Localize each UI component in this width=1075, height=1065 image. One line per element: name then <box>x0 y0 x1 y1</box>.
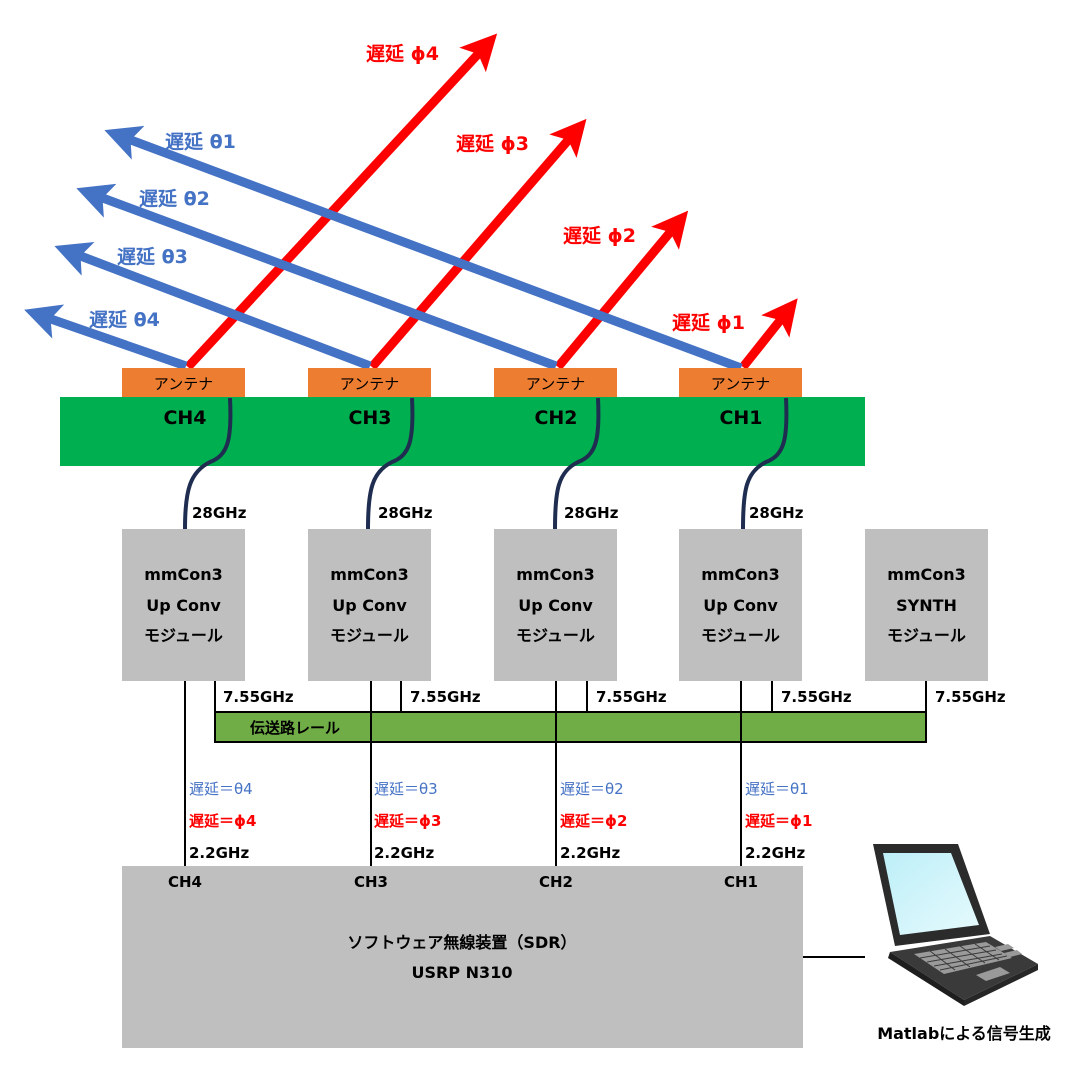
rail-label: 伝送路レール <box>250 719 340 737</box>
theta4-beam <box>24 304 188 371</box>
sdr-port-ch4: CH4 <box>168 873 202 891</box>
theta2-label: 遅延 θ2 <box>139 188 210 210</box>
transmission-rail <box>214 711 927 743</box>
theta1-beam <box>104 125 743 373</box>
module-line3: モジュール <box>887 626 966 645</box>
lo-freq-2: 7.55GHz <box>410 688 481 706</box>
phi2-label: 遅延 ϕ2 <box>563 225 636 247</box>
module-line1: mmCon3 <box>887 565 966 584</box>
if-theta-ch3: 遅延＝θ3 <box>374 780 438 798</box>
phi1-label: 遅延 ϕ1 <box>672 312 745 334</box>
rf-freq-ch3: 28GHz <box>378 504 433 522</box>
lo-freq-4: 7.55GHz <box>781 688 852 706</box>
if-phi-ch2: 遅延＝ϕ2 <box>560 812 627 830</box>
if-freq-ch3: 2.2GHz <box>374 844 434 862</box>
module-line3: モジュール <box>516 626 595 645</box>
board-ch4-label: CH4 <box>163 407 206 429</box>
sdr-title: ソフトウェア無線装置（SDR） <box>347 933 576 952</box>
if-phi-ch1: 遅延＝ϕ1 <box>745 812 812 830</box>
sdr-port-ch1: CH1 <box>724 873 758 891</box>
if-theta-ch2: 遅延＝θ2 <box>560 780 624 798</box>
antenna-ch1: アンテナ <box>679 368 802 397</box>
module-line1: mmCon3 <box>701 565 780 584</box>
phi3-beam <box>368 118 587 370</box>
module-line3: モジュール <box>330 626 409 645</box>
theta2-beam <box>76 183 558 371</box>
if-lines <box>184 681 742 866</box>
phi4-label: 遅延 ϕ4 <box>366 43 439 65</box>
rf-cable-ch3 <box>366 397 415 530</box>
module-line1: mmCon3 <box>330 565 409 584</box>
rf-cable-ch1 <box>741 397 789 530</box>
antenna-row: アンテナ アンテナ アンテナ アンテナ <box>122 368 802 397</box>
board-ch2-label: CH2 <box>534 407 577 429</box>
upconv-module-ch4: mmCon3 Up Conv モジュール <box>122 529 245 681</box>
if-theta-ch1: 遅延＝θ1 <box>745 780 809 798</box>
rf-cable-ch2 <box>553 397 601 530</box>
antenna-label: アンテナ <box>154 375 213 393</box>
theta4-label: 遅延 θ4 <box>89 309 160 331</box>
synth-module: mmCon3 SYNTH モジュール <box>865 529 988 681</box>
sdr-port-ch2: CH2 <box>539 873 573 891</box>
module-line2: SYNTH <box>896 596 957 615</box>
sdr-port-ch3: CH3 <box>354 873 388 891</box>
upconv-module-ch2: mmCon3 Up Conv モジュール <box>494 529 617 681</box>
phi1-beam <box>739 298 798 370</box>
board-ch3-label: CH3 <box>348 407 391 429</box>
antenna-label: アンテナ <box>340 375 399 393</box>
laptop-icon <box>873 844 1038 1006</box>
rf-freq-ch2: 28GHz <box>564 504 619 522</box>
if-theta-ch4: 遅延＝θ4 <box>189 780 253 798</box>
lo-freq-1: 7.55GHz <box>223 688 294 706</box>
board-ch1-label: CH1 <box>719 407 762 429</box>
module-line2: Up Conv <box>332 596 407 615</box>
module-line2: Up Conv <box>518 596 593 615</box>
if-freq-ch4: 2.2GHz <box>189 844 249 862</box>
antenna-label: アンテナ <box>711 375 770 393</box>
theta3-beam <box>54 242 372 371</box>
pc-label: Matlabによる信号生成 <box>877 1024 1051 1043</box>
modules: mmCon3 Up Conv モジュール mmCon3 Up Conv モジュー… <box>122 529 988 681</box>
phi2-beam <box>554 210 689 370</box>
antenna-ch2: アンテナ <box>494 368 617 397</box>
if-phi-ch4: 遅延＝ϕ4 <box>189 812 256 830</box>
module-line1: mmCon3 <box>144 565 223 584</box>
rf-freq-ch4: 28GHz <box>192 504 247 522</box>
lo-lines <box>214 681 927 712</box>
sdr-device: CH4 CH3 CH2 CH1 ソフトウェア無線装置（SDR） USRP N31… <box>122 866 803 1048</box>
phi3-label: 遅延 ϕ3 <box>456 133 529 155</box>
antenna-label: アンテナ <box>526 375 585 393</box>
if-phi-ch3: 遅延＝ϕ3 <box>374 812 441 830</box>
sdr-model: USRP N310 <box>412 963 513 982</box>
rf-cables <box>183 397 789 530</box>
rf-cable-ch4 <box>183 397 233 530</box>
upconv-module-ch1: mmCon3 Up Conv モジュール <box>679 529 802 681</box>
theta1-label: 遅延 θ1 <box>165 131 236 153</box>
module-line2: Up Conv <box>146 596 221 615</box>
rf-freq-ch1: 28GHz <box>749 504 804 522</box>
module-line3: モジュール <box>144 626 223 645</box>
module-line1: mmCon3 <box>516 565 595 584</box>
module-line2: Up Conv <box>703 596 778 615</box>
lo-freq-synth: 7.55GHz <box>935 688 1006 706</box>
module-line3: モジュール <box>701 626 780 645</box>
if-freq-ch2: 2.2GHz <box>560 844 620 862</box>
antenna-board <box>60 397 865 466</box>
antenna-ch3: アンテナ <box>308 368 431 397</box>
if-freq-ch1: 2.2GHz <box>745 844 805 862</box>
lo-freq-3: 7.55GHz <box>596 688 667 706</box>
upconv-module-ch3: mmCon3 Up Conv モジュール <box>308 529 431 681</box>
theta3-label: 遅延 θ3 <box>117 246 188 268</box>
antenna-ch4: アンテナ <box>122 368 245 397</box>
theta-beams <box>24 125 743 373</box>
